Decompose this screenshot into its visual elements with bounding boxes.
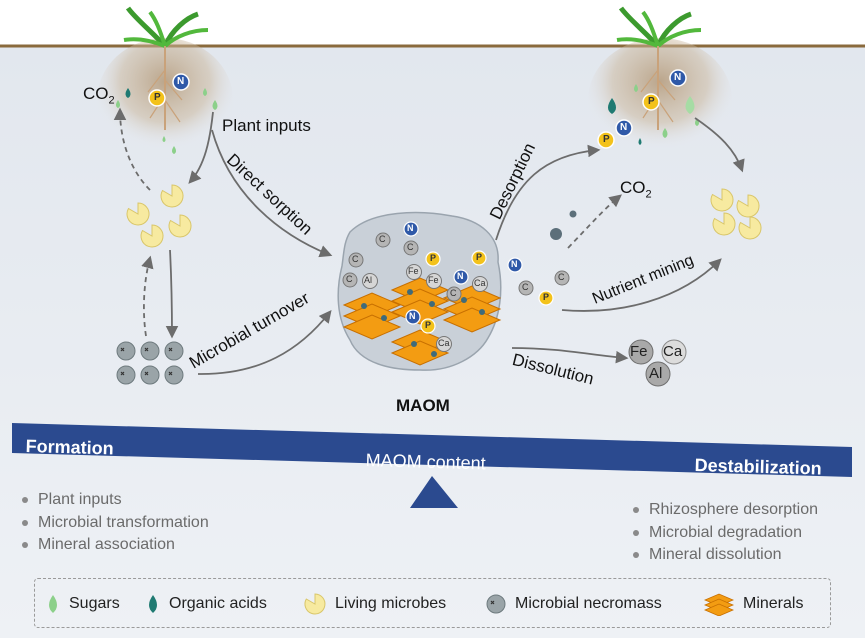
released-nutrients bbox=[507, 210, 577, 306]
arrow-plant-to-microbes bbox=[188, 111, 214, 184]
arrow-necromass-to-microbes bbox=[141, 255, 154, 337]
balance-beam bbox=[12, 423, 852, 508]
formation-list: Plant inputs Microbial transformation Mi… bbox=[20, 489, 209, 557]
badge-p-right-2: P bbox=[603, 134, 610, 145]
destabilization-item: Rhizosphere desorption bbox=[631, 499, 818, 522]
arrow-microbes-to-necromass bbox=[165, 249, 179, 339]
badge-c-released-2: C bbox=[558, 272, 565, 282]
cation-al-label: Al bbox=[649, 365, 663, 382]
badge-c-released-1: C bbox=[522, 282, 529, 292]
destabilization-item: Mineral dissolution bbox=[631, 544, 818, 567]
nutrient-badges-plant-left bbox=[148, 73, 190, 107]
plant-right-icon bbox=[616, 6, 702, 130]
plant-left-icon bbox=[123, 6, 209, 130]
badge-c-maom-1: C bbox=[407, 242, 414, 252]
badge-n-right-2: N bbox=[620, 122, 628, 133]
exudate-drops-left bbox=[116, 88, 218, 154]
legend-label-living-microbes: Living microbes bbox=[335, 595, 447, 612]
badge-p-maom-3: P bbox=[425, 320, 432, 330]
maom-aggregate bbox=[337, 211, 502, 371]
arrow-dissolution bbox=[511, 347, 629, 364]
dissolved-cations bbox=[628, 339, 687, 387]
legend-item-minerals: Minerals bbox=[703, 589, 803, 619]
badge-c-maom-3: C bbox=[352, 254, 359, 264]
badge-c-maom-2: C bbox=[379, 234, 386, 244]
legend-item-sugars: Sugars bbox=[45, 589, 120, 619]
badge-n-maom-3: N bbox=[409, 311, 416, 321]
badge-c-maom-4: C bbox=[346, 274, 353, 284]
legend-item-microbial-necromass: Microbial necromass bbox=[485, 589, 662, 619]
flow-arrows bbox=[113, 107, 745, 375]
organic-acid-drop-icon bbox=[149, 595, 157, 613]
cation-fe-label: Fe bbox=[630, 343, 648, 360]
badge-p-maom-1: P bbox=[430, 253, 437, 263]
destabilization-item: Microbial degradation bbox=[631, 522, 818, 545]
co2-left-label: CO2 bbox=[83, 84, 115, 107]
co2-right-label: CO2 bbox=[620, 178, 652, 201]
arrow-microbial-turnover bbox=[197, 310, 332, 375]
balance-fulcrum bbox=[410, 476, 458, 508]
arrow-plant-right-to-microbes bbox=[694, 117, 745, 173]
arrow-nutrient-mining bbox=[561, 258, 722, 312]
nutrient-badges-plant-right bbox=[597, 69, 687, 149]
badge-n-released: N bbox=[511, 259, 518, 269]
badge-ca-maom-1: Ca bbox=[474, 278, 486, 288]
formation-title: Formation bbox=[25, 436, 114, 459]
badge-p-released: P bbox=[543, 292, 550, 302]
badge-n-maom-2: N bbox=[457, 271, 464, 281]
badge-ca-maom-2: Ca bbox=[438, 338, 450, 348]
legend-label-minerals: Minerals bbox=[743, 595, 804, 612]
microbial-necromass-icon bbox=[486, 594, 506, 614]
formation-item: Plant inputs bbox=[20, 489, 209, 512]
maom-content-title: MAOM content bbox=[365, 450, 487, 474]
arrow-desorption bbox=[495, 144, 601, 241]
balance-bar bbox=[12, 423, 852, 477]
legend-label-microbial-necromass: Microbial necromass bbox=[515, 595, 662, 612]
badge-al-maom: Al bbox=[364, 275, 373, 285]
legend: Sugars Organic acids Living microbes Mic… bbox=[34, 578, 831, 628]
sugar-drop-icon bbox=[49, 595, 57, 613]
living-microbe-icon bbox=[304, 593, 326, 615]
badge-p-maom-2: P bbox=[476, 252, 483, 262]
badge-n-right: N bbox=[674, 72, 682, 83]
plant-inputs-label: Plant inputs bbox=[222, 116, 311, 135]
destabilization-list: Rhizosphere desorption Microbial degrada… bbox=[631, 499, 818, 567]
badge-p-left: P bbox=[154, 92, 161, 103]
legend-item-organic-acids: Organic acids bbox=[145, 589, 267, 619]
arrow-direct-sorption bbox=[211, 129, 333, 258]
legend-label-sugars: Sugars bbox=[69, 595, 120, 612]
maom-label: MAOM bbox=[396, 396, 450, 415]
exudate-drops-right bbox=[608, 84, 699, 145]
legend-item-living-microbes: Living microbes bbox=[303, 589, 446, 619]
badge-fe-maom-1: Fe bbox=[408, 266, 419, 276]
badge-n-maom-1: N bbox=[407, 223, 414, 233]
minerals-icon bbox=[703, 593, 735, 616]
destabilization-title: Destabilization bbox=[694, 455, 822, 479]
badge-p-right: P bbox=[648, 96, 655, 107]
formation-item: Microbial transformation bbox=[20, 512, 209, 535]
badge-fe-maom-2: Fe bbox=[428, 275, 439, 285]
cation-ca-label: Ca bbox=[663, 343, 683, 360]
formation-item: Mineral association bbox=[20, 534, 209, 557]
badge-n-left: N bbox=[177, 76, 185, 87]
legend-label-organic-acids: Organic acids bbox=[169, 595, 267, 612]
arrow-to-co2-right bbox=[567, 194, 622, 249]
badge-c-maom-5: C bbox=[450, 288, 457, 298]
